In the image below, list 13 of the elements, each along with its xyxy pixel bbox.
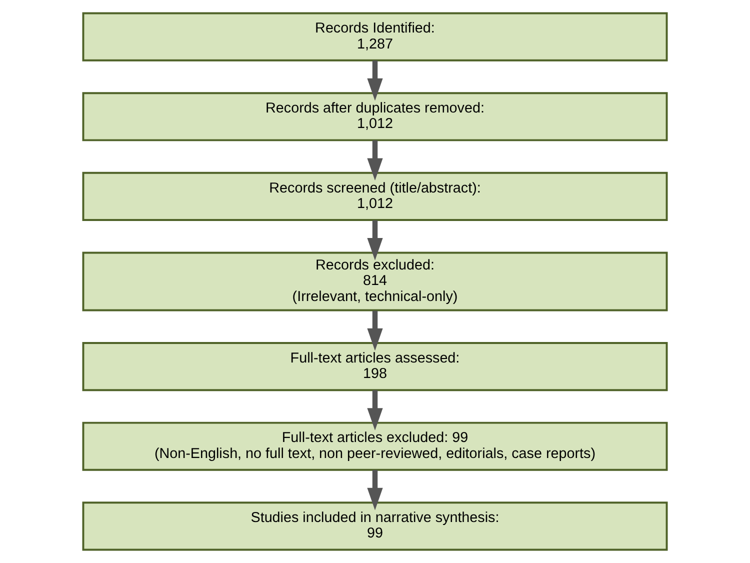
arrow	[367, 60, 383, 101]
arrow	[367, 140, 383, 181]
node-box: Studies included in narrative synthesis: 99	[82, 502, 668, 551]
arrow	[367, 470, 383, 510]
node-box: Records excluded: 814 (Irrelevant, technical-only)	[82, 252, 668, 312]
node-box: Records screened (title/abstract): 1,012	[82, 172, 668, 221]
node-box: Records Identified: 1,287	[82, 12, 668, 62]
arrow	[367, 310, 383, 351]
node-box: Full-text articles assessed: 198	[82, 342, 668, 392]
node-box: Records after duplicates removed: 1,012	[82, 92, 668, 142]
node-box: Full-text articles excluded: 99 (Non-English, no full text, non peer-reviewed, editorials, case reports)	[82, 422, 668, 471]
arrow	[367, 390, 383, 430]
arrow	[367, 220, 383, 260]
